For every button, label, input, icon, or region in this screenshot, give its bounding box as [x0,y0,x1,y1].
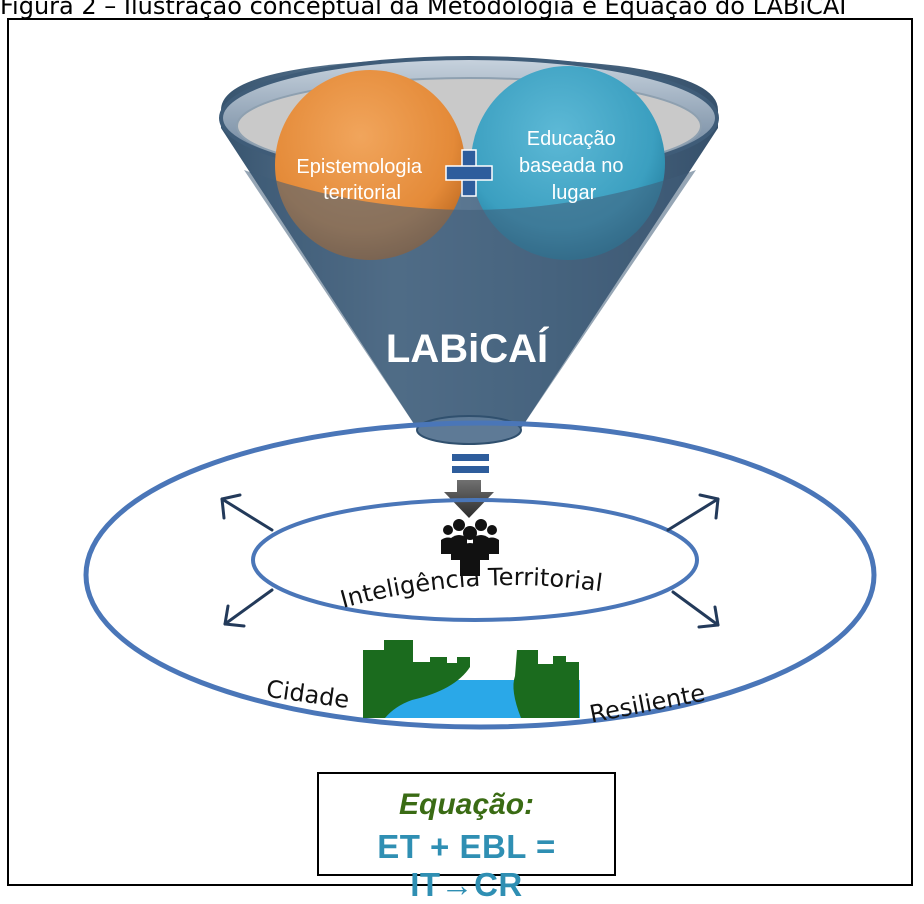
funnel-front-shade [244,170,696,440]
resilient-city-icon [363,640,580,718]
equals-icon [452,454,489,473]
funnel-spout [416,415,522,445]
inner-ring-label: Inteligência Territorial [337,563,604,614]
arrow-up-left-icon [220,493,274,532]
svg-text:Educação baseada no: Educação baseada no lugar [519,128,629,204]
arrow-down-left-icon [223,588,274,628]
figure-caption: Figura 2 – Ilustração conceptual da Meto… [0,0,847,20]
arrow-up-right-icon [666,493,720,532]
outer-ring-right-label: Resiliente [587,679,707,729]
figure-frame [7,18,913,886]
right-circle-line-2: baseada no [519,155,624,177]
equation-box: Equação: ET + EBL = IT→CR [317,772,616,903]
outer-ring [83,420,877,730]
equation-formula: ET + EBL = IT→CR [377,828,556,903]
inner-ring [251,498,699,622]
svg-text:Epistemologia territoria: Epistemologia territorial [296,156,427,204]
right-circle-line-3: lugar [552,182,597,204]
equation-title: Equação: [398,788,535,821]
plus-icon [445,149,493,197]
inner-ring-label-text: Inteligência Territorial [337,563,604,614]
expansion-arrows [220,493,720,629]
labicai-label: LABiCAÍ [386,326,549,371]
left-circle-line-2: territorial [323,182,401,204]
arrow-down-right-icon [671,590,720,629]
right-circle-line-1: Educação [527,128,616,150]
left-circle-line-1: Epistemologia [296,156,423,178]
funnel: Epistemologia territorial Educação basea… [219,56,719,445]
people-group-icon [441,519,499,576]
outer-ring-left-label: Cidade [265,675,351,714]
